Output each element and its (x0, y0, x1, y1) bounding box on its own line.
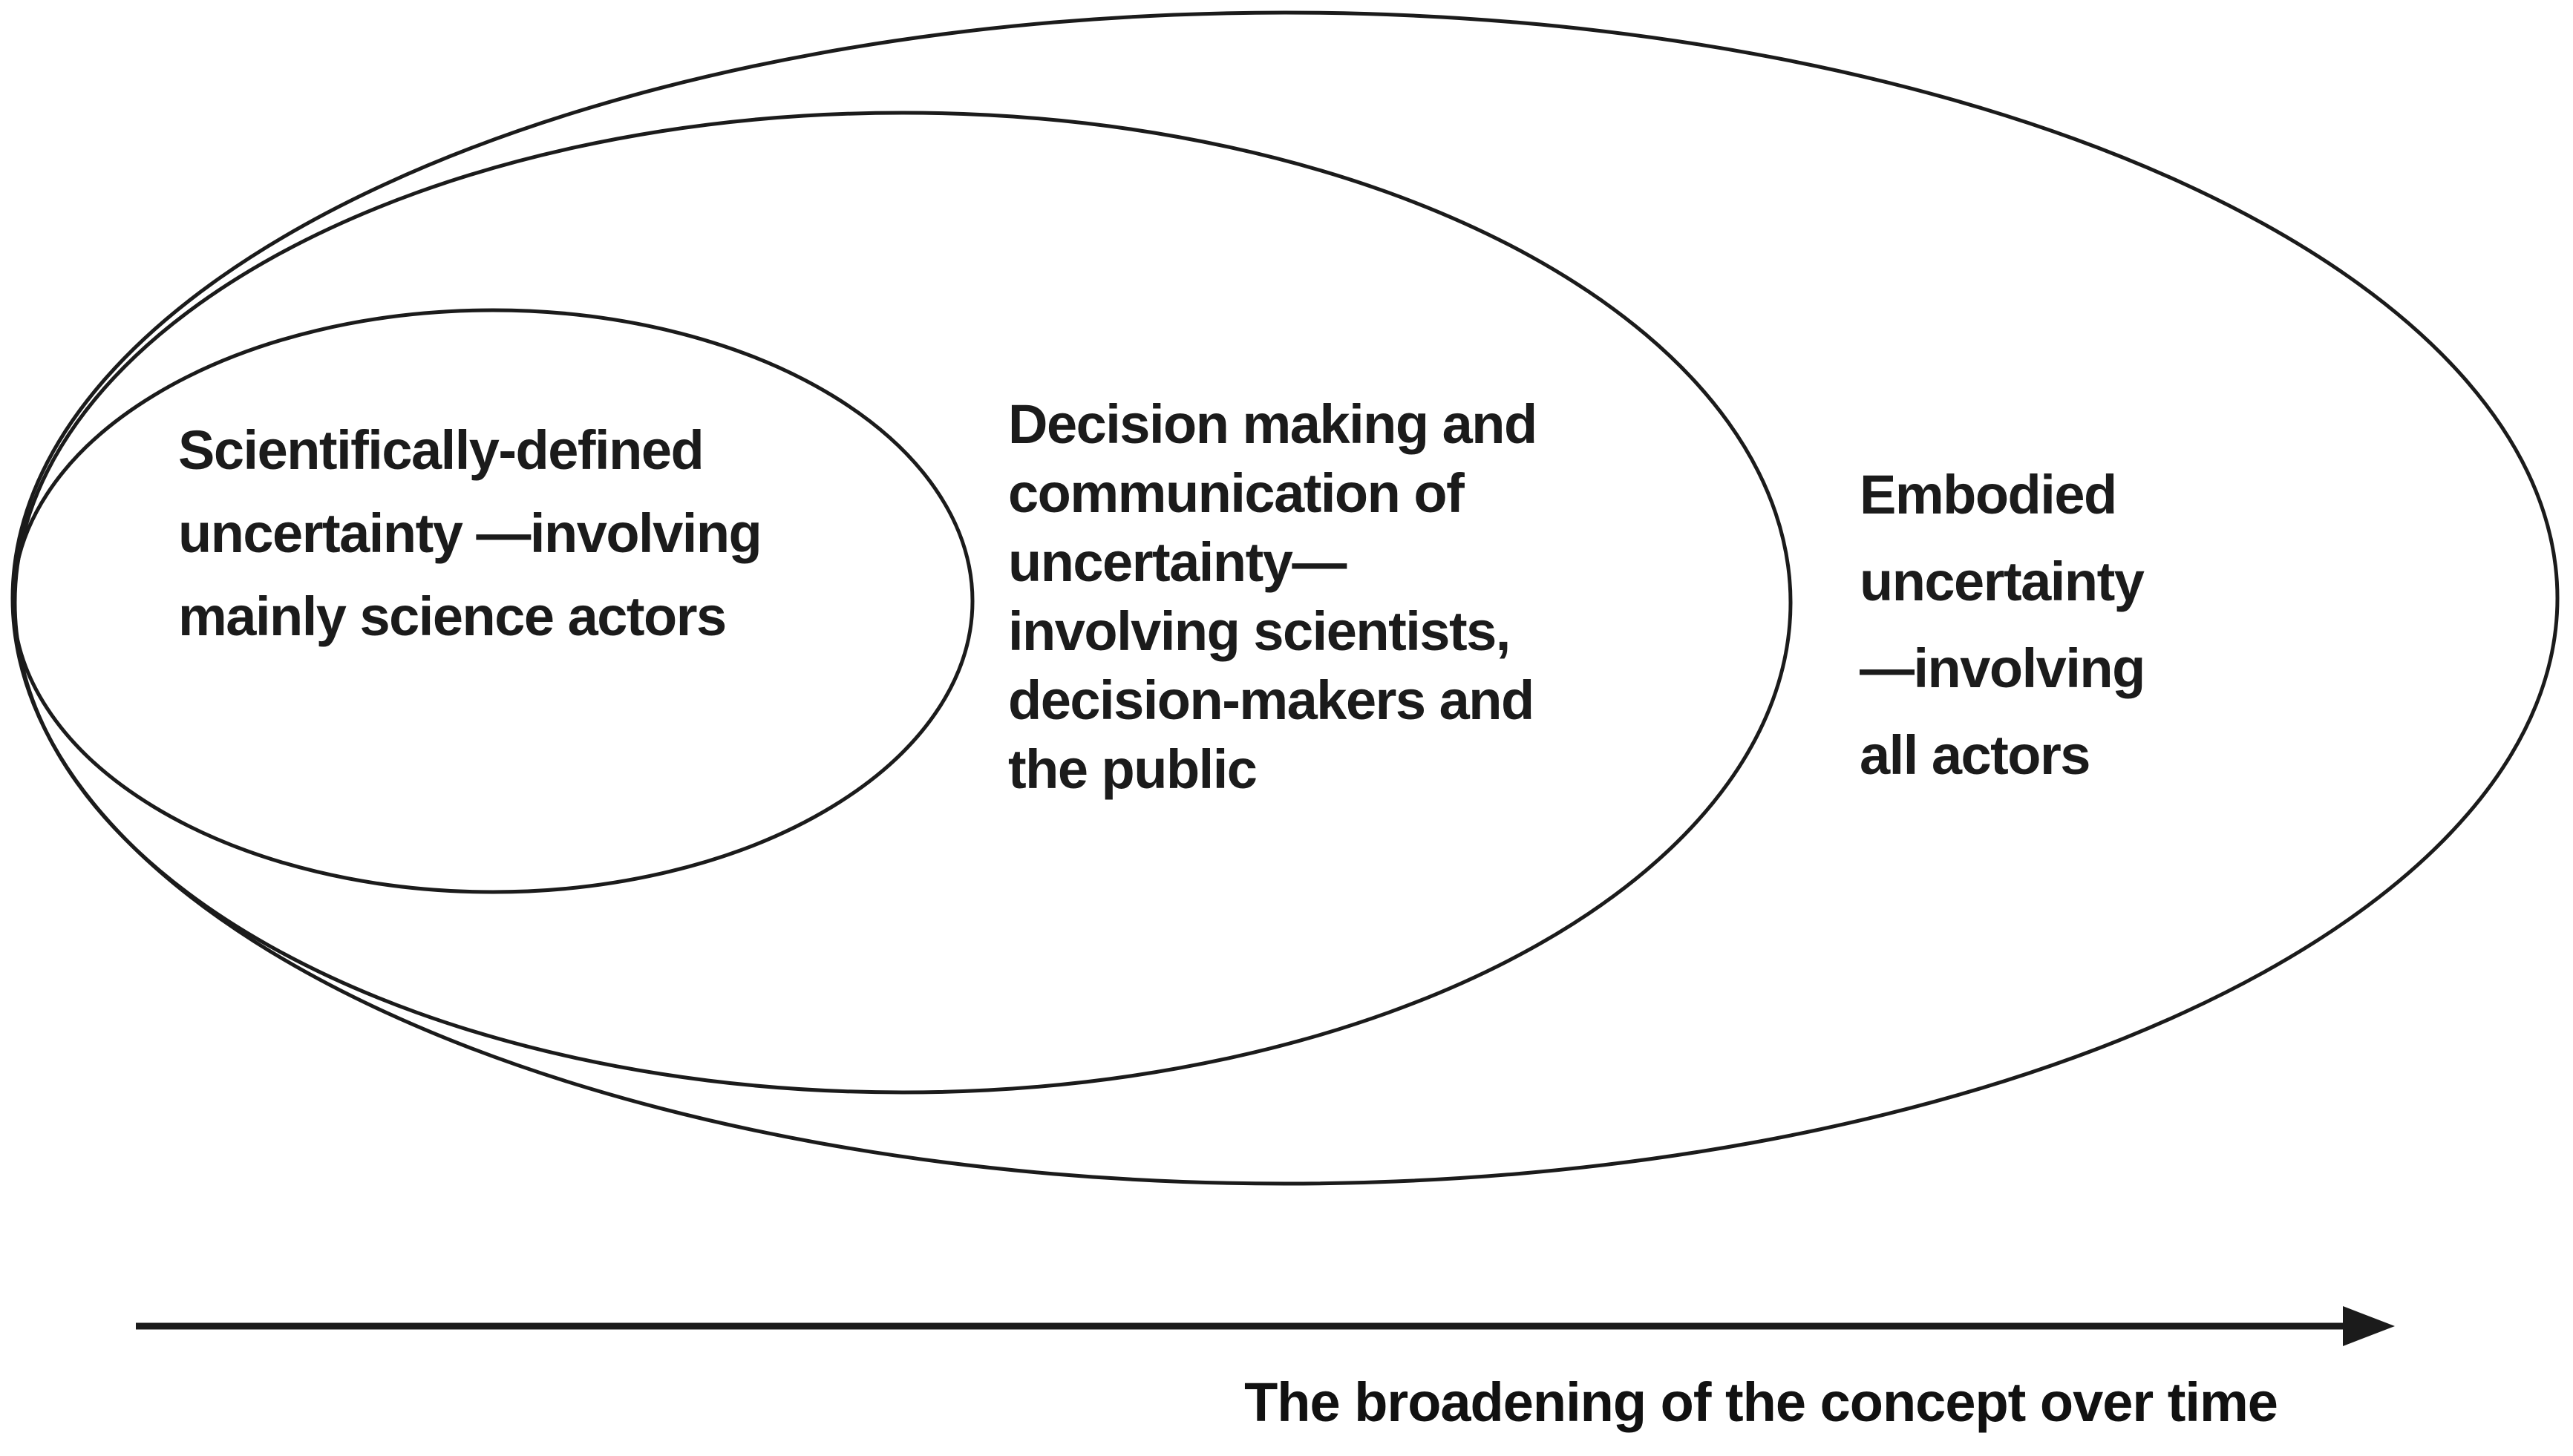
middle-ellipse-label: Decision making and communication of unc… (1008, 393, 1537, 800)
inner-ellipse (11, 308, 975, 894)
time-arrow-head (2343, 1306, 2395, 1346)
time-arrow-icon (136, 1306, 2395, 1346)
outer-ellipse-label: Embodied uncertainty —involving all acto… (1860, 464, 2145, 786)
inner-ellipse-label: Scientifically-defined uncertainty —invo… (178, 419, 762, 647)
timeline-caption: The broadening of the concept over time (1244, 1371, 2278, 1433)
